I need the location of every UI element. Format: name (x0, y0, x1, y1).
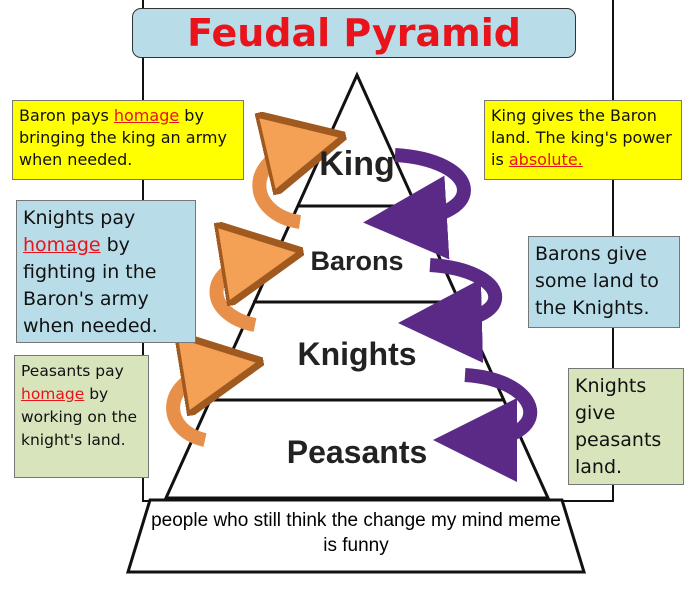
caption-trapezoid (125, 498, 587, 574)
baron-homage-box: Baron pays homage by bringing the king a… (12, 100, 244, 180)
text: Knights pay (23, 207, 136, 229)
homage-highlight: homage (113, 106, 180, 125)
peasants-homage-box: Peasants pay homage by working on the kn… (14, 355, 149, 478)
purple-arrow-barons (398, 258, 503, 363)
meme-caption: people who still think the change my min… (151, 510, 561, 556)
text: King gives the Baron land. The king's po… (491, 106, 672, 169)
absolute-highlight: absolute. (508, 150, 583, 169)
knights-homage-box: Knights pay homage by fighting in the Ba… (16, 200, 196, 343)
orange-arrow-king (252, 145, 305, 229)
page-title: Feudal Pyramid (132, 8, 576, 58)
homage-highlight: homage (21, 385, 85, 403)
barons-give-box: Barons give some land to the Knights. (528, 236, 680, 328)
text: by bringing the king an army when needed… (19, 106, 227, 169)
king-gives-box: King gives the Baron land. The king's po… (484, 100, 682, 180)
text: by fighting in the Baron's army when nee… (23, 234, 158, 337)
orange-arrow-knights (166, 368, 222, 447)
homage-highlight: homage (23, 234, 101, 256)
text: Baron pays (19, 106, 114, 125)
level-knights: Knights (297, 336, 417, 372)
orange-arrow-barons (209, 258, 262, 332)
level-peasants: Peasants (286, 434, 428, 470)
knights-give-box: Knights give peasants land. (568, 368, 684, 485)
level-barons: Barons (310, 246, 404, 276)
text: by working on the knight's land. (21, 385, 138, 449)
purple-arrow-king (363, 148, 471, 260)
purple-arrow-knights (433, 368, 538, 482)
text: Peasants pay (21, 362, 124, 380)
level-king: King (319, 145, 395, 183)
